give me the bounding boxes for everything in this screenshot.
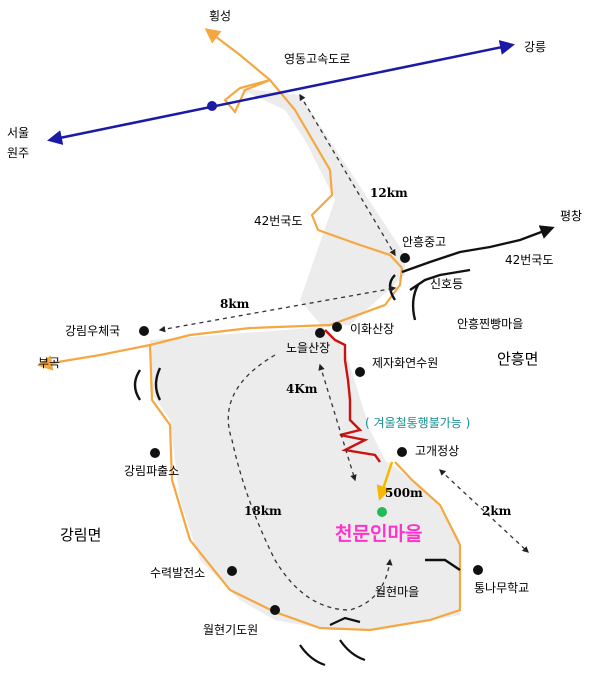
label-8km: 8km	[220, 297, 250, 311]
dash-18km	[227, 354, 393, 611]
label-500m: 500m	[385, 486, 423, 500]
label-prayer-house: 월현기도원	[203, 623, 258, 637]
south-bracket-3	[339, 639, 366, 662]
poi-prayer-house	[270, 605, 280, 615]
label-bugok: 부곡	[38, 356, 60, 370]
label-noeul-lodge: 노을산장	[286, 341, 330, 355]
label-anheung-myeon: 안흥면	[497, 350, 538, 368]
poi-police-box	[150, 448, 160, 458]
destination-dot	[377, 507, 387, 517]
label-pass-summit: 고개정상	[415, 444, 459, 458]
label-hoengseong: 횡성	[209, 9, 231, 23]
label-18km: 18km	[244, 504, 282, 518]
poi-pass-summit	[397, 447, 407, 457]
poi-noeul-lodge	[315, 328, 325, 338]
label-wolhyeon-village: 월현마을	[375, 585, 419, 599]
route-42-east	[401, 225, 555, 274]
poi-ihwa-lodge	[332, 322, 342, 332]
label-route42-east: 42번국도	[505, 253, 553, 267]
label-12km: 12km	[370, 186, 408, 200]
label-anheung-school: 안흥중고	[402, 235, 446, 249]
dash-12km	[299, 93, 396, 257]
poi-tong-school	[473, 565, 483, 575]
south-bracket-1	[329, 616, 361, 626]
label-bread-village: 안흥찐빵마을	[457, 317, 523, 331]
label-gangneung: 강릉	[524, 40, 546, 54]
yeongdong-expressway	[47, 40, 515, 145]
label-route42-west: 42번국도	[254, 214, 302, 228]
bugok-bracket-2	[154, 367, 162, 401]
label-winter-note: ( 겨울철통행불가능 )	[365, 415, 470, 430]
label-wonju: 원주	[7, 146, 29, 160]
label-tong-school: 통나무학교	[474, 581, 529, 595]
bugok-bracket-1	[133, 369, 142, 401]
label-hydro-plant: 수력발전소	[150, 566, 205, 580]
label-4km: 4Km	[286, 382, 318, 396]
label-jeja-nursery: 제자화연수원	[372, 356, 438, 370]
label-gangnim-myeon: 강림면	[60, 526, 101, 544]
interchange-dot	[207, 101, 217, 111]
poi-jeja-nursery	[355, 367, 365, 377]
label-sinhodeung: 신호등	[430, 277, 463, 291]
label-pyeongchang: 평창	[560, 209, 582, 223]
label-2km: 2km	[482, 504, 512, 518]
poi-hydro-plant	[227, 566, 237, 576]
poi-dots	[139, 253, 483, 615]
label-expressway: 영동고속도로	[284, 52, 350, 66]
label-ihwa-lodge: 이화산장	[350, 322, 394, 336]
label-gangnim-post: 강림우체국	[65, 324, 120, 338]
poi-gangnim-post	[139, 326, 149, 336]
poi-anheung-school	[400, 253, 410, 263]
label-police-box: 강림파출소	[124, 464, 179, 478]
south-bracket-2	[299, 644, 326, 667]
yellow-arrow	[376, 461, 394, 501]
destination-name: 천문인마을	[335, 523, 422, 545]
junction-bracket-2	[411, 284, 420, 321]
label-seoul: 서울	[7, 126, 29, 140]
school-road	[425, 558, 461, 571]
